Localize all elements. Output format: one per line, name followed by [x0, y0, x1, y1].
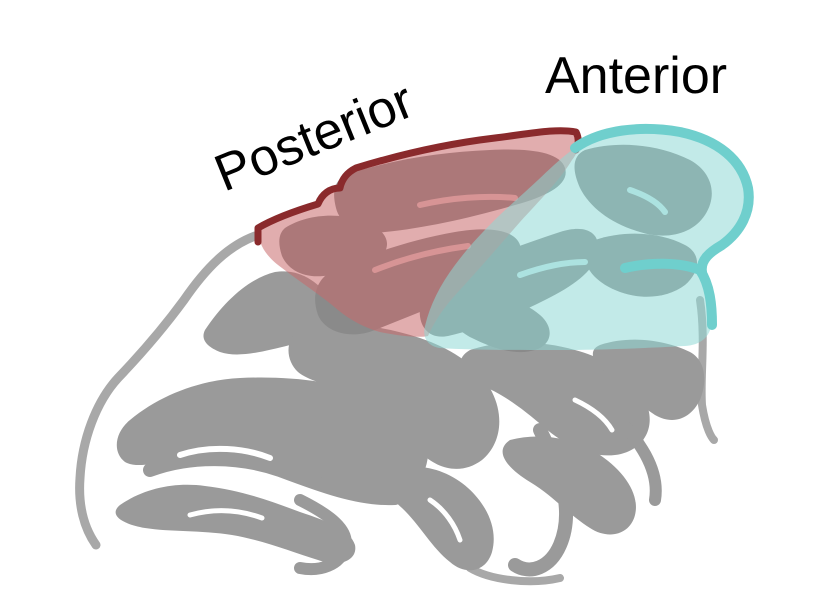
- folium-center-low: [386, 467, 494, 570]
- folium-lower-left: [116, 485, 356, 563]
- anterior-label: Anterior: [545, 47, 727, 105]
